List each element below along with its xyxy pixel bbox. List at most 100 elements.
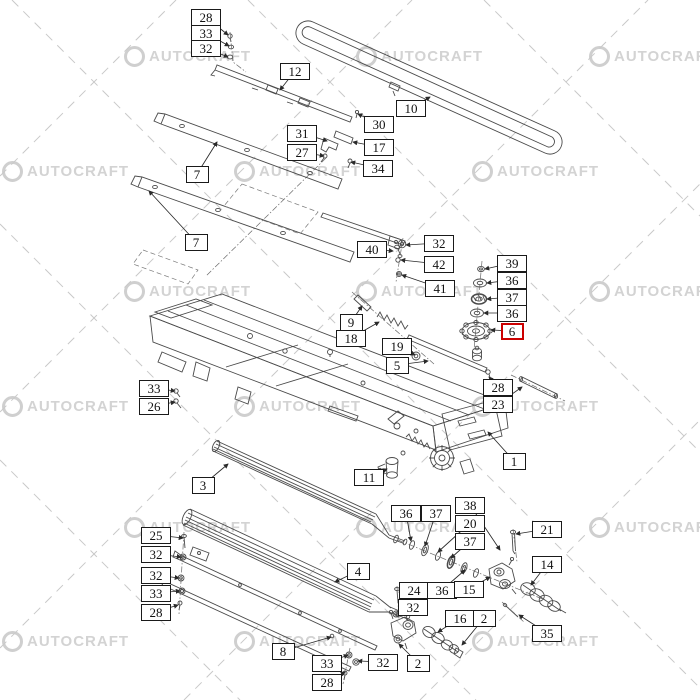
auger-16 [422,626,464,659]
part-label[interactable]: 9 [339,313,363,331]
watermark-ring-icon [589,46,610,67]
watermark-ring-icon [234,396,255,417]
part-label[interactable]: 41 [425,279,455,297]
part-label-highlighted[interactable]: 6 [500,322,524,340]
part-label[interactable]: 4 [346,562,370,580]
watermark-text: AUTOCRAFT [497,398,600,415]
part-label[interactable]: 34 [363,159,393,177]
part-label[interactable]: 33 [139,379,169,397]
part-label[interactable]: 7 [184,233,208,251]
ghost-outline-b [132,249,199,285]
part-label[interactable]: 36 [497,271,527,289]
watermark: AUTOCRAFT [2,631,129,652]
watermark: AUTOCRAFT [589,281,700,302]
part-label[interactable]: 37 [455,532,485,550]
part-label[interactable]: 28 [312,673,342,691]
part-label[interactable]: 5 [385,356,409,374]
part-label[interactable]: 23 [483,395,513,413]
part-label[interactable]: 26 [139,397,169,415]
part-label[interactable]: 16 [445,609,475,627]
shaft-washer-stack [397,539,546,601]
spring-18 [376,311,409,330]
pin-9 [353,294,372,312]
part-label[interactable]: 42 [424,255,454,273]
watermark-ring-icon [2,631,23,652]
part-label[interactable]: 28 [483,378,513,396]
watermark-ring-icon [356,517,377,538]
part-label[interactable]: 36 [427,581,457,599]
part-label[interactable]: 2 [406,654,430,672]
wear-plate-lower [130,175,355,263]
washer-19 [411,351,421,361]
wear-plate-upper [153,112,343,190]
part-label[interactable]: 12 [280,62,310,80]
part-label[interactable]: 17 [364,138,394,156]
part-label[interactable]: 20 [455,514,485,532]
part-label[interactable]: 33 [141,584,171,602]
part-label[interactable]: 38 [455,496,485,514]
watermark: AUTOCRAFT [472,161,599,182]
watermark-text: AUTOCRAFT [259,398,362,415]
watermark-text: AUTOCRAFT [27,163,130,180]
part-label[interactable]: 32 [398,598,428,616]
roller-3 [211,439,408,546]
part-label[interactable]: 18 [336,329,366,347]
watermark-ring-icon [589,517,610,538]
knife-bar-5 [351,291,488,373]
watermark: AUTOCRAFT [124,281,251,302]
tie-rod-23 [485,369,566,402]
top-rail [210,64,353,123]
part-label[interactable]: 33 [312,654,342,672]
watermark-ring-icon [2,161,23,182]
part-label[interactable]: 21 [532,520,562,538]
watermark: AUTOCRAFT [589,46,700,67]
part-label[interactable]: 28 [141,603,171,621]
part-label[interactable]: 10 [396,99,426,117]
roller-4 [181,508,411,621]
part-label[interactable]: 36 [497,304,527,322]
watermark-text: AUTOCRAFT [381,48,484,65]
watermark: AUTOCRAFT [472,631,599,652]
watermark-text: AUTOCRAFT [497,163,600,180]
part-label[interactable]: 35 [532,624,562,642]
watermark: AUTOCRAFT [124,46,251,67]
part-label[interactable]: 36 [391,504,421,522]
part-label[interactable]: 1 [502,452,526,470]
part-label[interactable]: 19 [382,337,412,355]
part-label[interactable]: 32 [424,234,454,252]
part-label[interactable]: 25 [141,526,171,544]
watermark-text: AUTOCRAFT [149,283,252,300]
part-label[interactable]: 24 [399,581,429,599]
watermark-text: AUTOCRAFT [149,519,252,536]
part-label[interactable]: 11 [354,468,384,486]
part-label[interactable]: 40 [357,240,387,258]
part-label[interactable]: 31 [287,124,317,142]
watermark: AUTOCRAFT [2,396,129,417]
knife-head-sprocket [400,433,455,471]
part-label[interactable]: 30 [364,115,394,133]
part-label[interactable]: 8 [271,642,295,660]
part-label[interactable]: 2 [472,609,496,627]
part-label[interactable]: 39 [497,254,527,272]
part-label[interactable]: 27 [287,143,317,161]
watermark: AUTOCRAFT [589,517,700,538]
part-label[interactable]: 3 [191,476,215,494]
watermark: AUTOCRAFT [234,396,361,417]
sprocket-6 [459,320,493,342]
part-label[interactable]: 14 [532,555,562,573]
part-label[interactable]: 32 [141,545,171,563]
part-label[interactable]: 15 [454,580,484,598]
part-label[interactable]: 37 [421,504,451,522]
part-label[interactable]: 32 [191,39,221,57]
part-label[interactable]: 7 [185,165,209,183]
watermark-text: AUTOCRAFT [614,283,700,300]
watermark-text: AUTOCRAFT [27,398,130,415]
part-label[interactable]: 28 [191,8,221,26]
knife-head-2 [388,609,417,650]
part-label[interactable]: 32 [368,653,398,671]
part-label[interactable]: 37 [497,288,527,306]
left-fastener-column [177,531,210,615]
watermark-text: AUTOCRAFT [149,48,252,65]
part-label[interactable]: 32 [141,566,171,584]
watermark-ring-icon [589,281,610,302]
